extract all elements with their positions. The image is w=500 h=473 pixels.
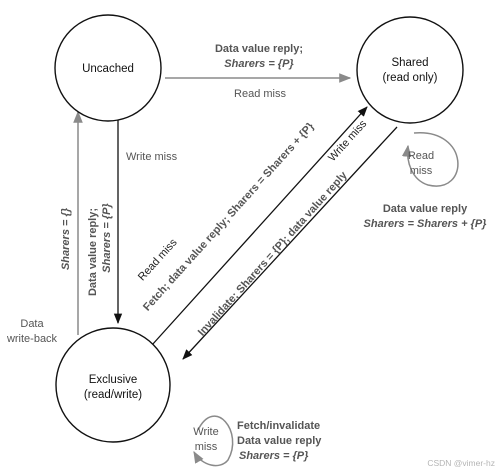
label-shared-exclusive-action: Invalidate; Sharers = {P}; data value re…: [196, 169, 351, 339]
label-shared-self-reply: Data value reply: [383, 203, 468, 215]
label-exclusive-self-miss: miss: [195, 441, 218, 453]
label-uncached-shared-reply: Data value reply;: [215, 43, 303, 55]
label-shared-exclusive-event: Write miss: [326, 118, 369, 164]
label-shared-self-sharers: Sharers = Sharers + {P}: [364, 218, 488, 230]
state-shared-label: Shared: [391, 57, 428, 69]
edge-shared-to-exclusive: [182, 126, 398, 360]
state-exclusive-label: Exclusive: [89, 374, 138, 386]
state-uncached-label: Uncached: [82, 63, 134, 75]
watermark: CSDN @vimer-hz: [427, 458, 495, 468]
label-shared-self-read: Read: [408, 150, 434, 162]
state-exclusive: [55, 327, 171, 443]
state-exclusive-sublabel: (read/write): [84, 389, 142, 401]
label-exclusive-self-sharers: Sharers = {P}: [239, 450, 309, 462]
label-exclusive-self-fetch: Fetch/invalidate: [237, 420, 320, 432]
label-shared-self-miss: miss: [410, 165, 433, 177]
label-uncached-exclusive-event: Write miss: [126, 151, 178, 163]
label-exclusive-uncached-sharers: Sharers = {}: [60, 207, 72, 270]
state-shared-sublabel: (read only): [383, 72, 438, 84]
state-uncached: [54, 14, 162, 122]
label-exclusive-self-reply: Data value reply: [237, 435, 322, 447]
label-exclusive-uncached-data: Data: [20, 318, 44, 330]
label-exclusive-uncached-writeback: write-back: [6, 333, 58, 345]
edge-shared-self-loop: [401, 132, 459, 187]
edge-exclusive-to-shared: [151, 106, 368, 346]
label-uncached-exclusive-reply: Data value reply;: [87, 208, 99, 296]
label-exclusive-shared-action: Fetch; data value reply; Sharers = Share…: [141, 120, 317, 313]
edge-exclusive-self-loop: [193, 415, 234, 467]
label-uncached-shared-event: Read miss: [234, 88, 286, 100]
label-uncached-exclusive-sharers: Sharers = {P}: [101, 203, 113, 273]
label-exclusive-self-write: Write: [193, 426, 218, 438]
state-shared: [356, 16, 464, 124]
label-uncached-shared-sharers: Sharers = {P}: [224, 58, 294, 70]
